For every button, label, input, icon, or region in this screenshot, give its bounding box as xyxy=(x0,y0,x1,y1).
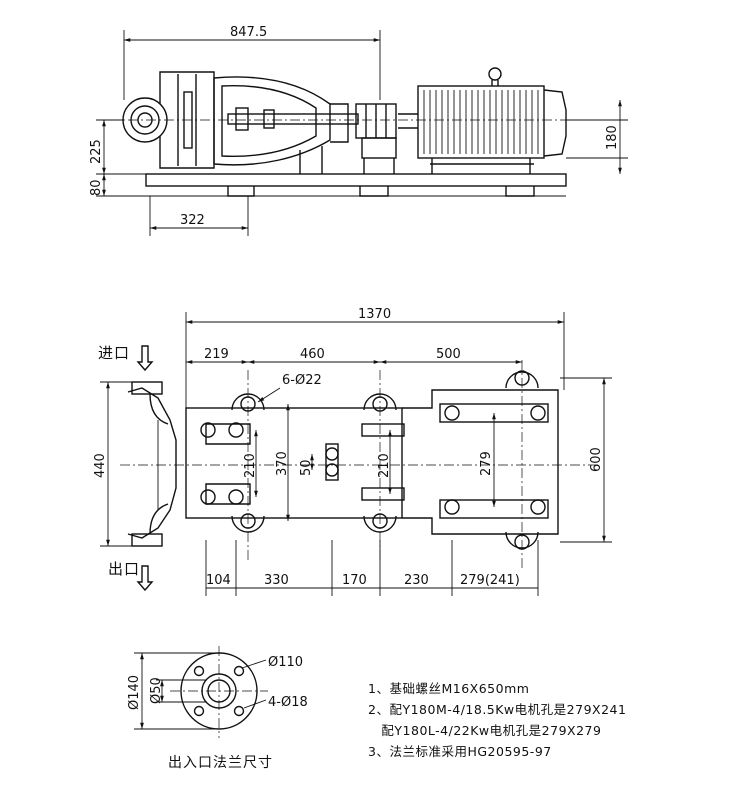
note-1: 1、基础螺丝M16X650mm xyxy=(368,681,530,696)
note-3: 3、法兰标准采用HG20595-97 xyxy=(368,744,552,759)
motor-base-plate xyxy=(402,389,559,535)
dim-80: 80 xyxy=(89,179,104,196)
motor-body xyxy=(417,85,545,159)
hole-callout: 6-Ø22 xyxy=(282,373,322,388)
flange-caption: 出入口法兰尺寸 xyxy=(168,755,273,771)
dim-600: 600 xyxy=(589,447,604,472)
inlet-flange xyxy=(131,381,163,395)
motor-fan-cover xyxy=(543,89,567,157)
dim-460: 460 xyxy=(300,347,325,362)
dim-322: 322 xyxy=(180,213,205,228)
dim-170: 170 xyxy=(342,573,367,588)
dim-279-241: 279(241) xyxy=(460,573,520,588)
outlet-arrow xyxy=(136,565,154,592)
dim-180: 180 xyxy=(605,125,620,150)
dim-210-right: 210 xyxy=(377,453,392,478)
dim-219: 219 xyxy=(204,347,229,362)
note-2b: 配Y180L-4/22Kw电机孔是279X279 xyxy=(368,723,602,738)
inlet-arrow xyxy=(136,345,154,372)
dim-104: 104 xyxy=(206,573,231,588)
pump-volute-plan xyxy=(127,387,177,539)
base-frame xyxy=(145,173,567,187)
pump-base-plate xyxy=(185,407,403,519)
dim-50: 50 xyxy=(299,459,314,476)
lifting-eye xyxy=(488,67,502,81)
flange-dimensions: Ø140 Ø50 Ø110 4-Ø18 xyxy=(127,652,308,730)
dim-847-5: 847.5 xyxy=(230,25,267,40)
base-feet xyxy=(227,186,535,197)
dim-230: 230 xyxy=(404,573,429,588)
plan-view xyxy=(120,360,600,570)
dim-225: 225 xyxy=(89,139,104,164)
pump-shaft xyxy=(227,113,359,125)
dim-279: 279 xyxy=(479,451,494,476)
note-2: 2、配Y180M-4/18.5Kw电机孔是279X241 xyxy=(368,702,627,717)
dim-210-left: 210 xyxy=(243,453,258,478)
side-view-dimensions: 847.5 225 80 180 322 xyxy=(89,25,628,236)
bearing-bracket xyxy=(213,76,331,166)
dim-d140: Ø140 xyxy=(127,675,142,710)
dim-d50: Ø50 xyxy=(149,677,164,704)
flange-holes: 4-Ø18 xyxy=(268,695,308,710)
flange-detail xyxy=(170,646,268,738)
dim-330: 330 xyxy=(264,573,289,588)
dim-370: 370 xyxy=(275,451,290,476)
outlet-flange xyxy=(131,533,163,547)
inlet-label: 进口 xyxy=(98,344,131,362)
side-elevation-view xyxy=(110,67,600,197)
dim-500: 500 xyxy=(436,347,461,362)
motor-fins xyxy=(423,90,539,154)
dim-440: 440 xyxy=(93,453,108,478)
dim-1370: 1370 xyxy=(358,307,391,322)
outlet-label: 出口 xyxy=(108,560,141,578)
notes-block: 1、基础螺丝M16X650mm 2、配Y180M-4/18.5Kw电机孔是279… xyxy=(368,678,626,762)
plan-view-dimensions: 1370 219 460 500 6-Ø22 440 600 210 370 5… xyxy=(93,307,612,596)
dim-d110: Ø110 xyxy=(268,655,303,670)
